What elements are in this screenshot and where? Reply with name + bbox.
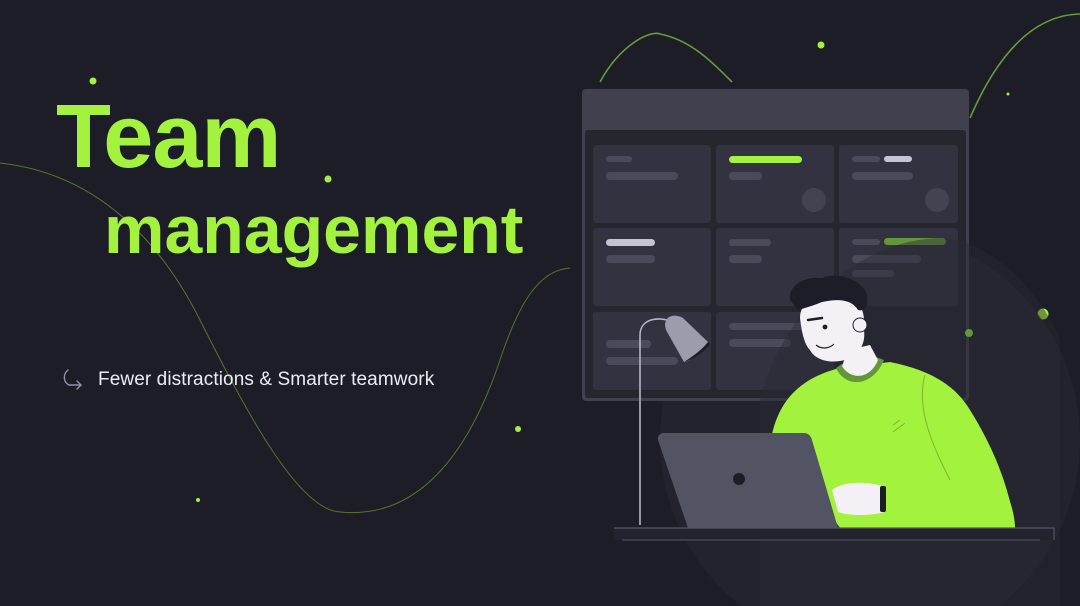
decorative-arc-right xyxy=(969,13,1080,119)
dot xyxy=(89,77,97,85)
dot xyxy=(1037,308,1049,320)
headline-team: Team xyxy=(56,87,281,187)
decorative-curve-left xyxy=(0,162,571,514)
dot xyxy=(196,498,200,502)
tagline: Fewer distractions & Smarter teamwork xyxy=(62,368,434,392)
curved-arrow-right-icon xyxy=(63,369,82,390)
tagline-text: Fewer distractions & Smarter teamwork xyxy=(98,369,435,390)
desk xyxy=(614,527,1055,541)
laptop xyxy=(657,433,838,528)
dot xyxy=(515,426,521,432)
person xyxy=(772,275,1015,528)
desk-lamp xyxy=(639,315,710,525)
decorative-arc-top xyxy=(599,32,733,83)
headline-management: management xyxy=(104,192,524,268)
board-card xyxy=(593,145,711,223)
dot xyxy=(324,175,332,183)
board-card xyxy=(593,228,711,306)
dot xyxy=(1006,92,1010,96)
dot xyxy=(817,41,825,49)
board-card xyxy=(839,228,958,306)
